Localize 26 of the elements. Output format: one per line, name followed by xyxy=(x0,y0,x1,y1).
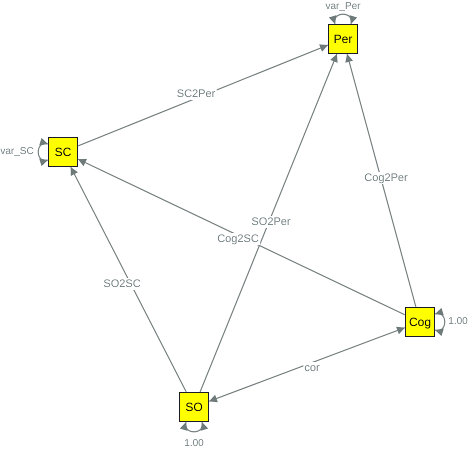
edge-label: Cog2Per xyxy=(363,172,409,184)
self-loop-arrow xyxy=(330,14,356,24)
edge-label: SC2Per xyxy=(176,88,216,100)
variable-box xyxy=(405,307,435,337)
arrow xyxy=(78,44,328,146)
edge-label: var_Per xyxy=(324,1,362,13)
edge-label: Cog2SC xyxy=(216,233,260,245)
variable-box xyxy=(48,137,78,167)
self-loop-arrow xyxy=(434,308,446,336)
self-loop-arrow xyxy=(38,138,48,166)
edge-label: cor xyxy=(303,362,321,374)
variable-box xyxy=(179,392,209,422)
variable-name: Cog xyxy=(408,315,431,329)
arrow xyxy=(70,166,187,392)
arrow xyxy=(345,54,416,308)
variable-name: SO xyxy=(185,400,203,414)
self-loop-arrow xyxy=(180,422,208,432)
edge-label: SO2Per xyxy=(250,216,292,228)
arrow xyxy=(78,158,406,316)
arrow xyxy=(208,326,406,402)
variable-box xyxy=(328,24,358,54)
arrow xyxy=(200,54,338,392)
edge-label: SO2SC xyxy=(102,278,142,290)
edge-label: var_SC xyxy=(0,146,35,158)
variable-name: Per xyxy=(334,32,352,46)
variable-name: SC xyxy=(54,145,72,159)
